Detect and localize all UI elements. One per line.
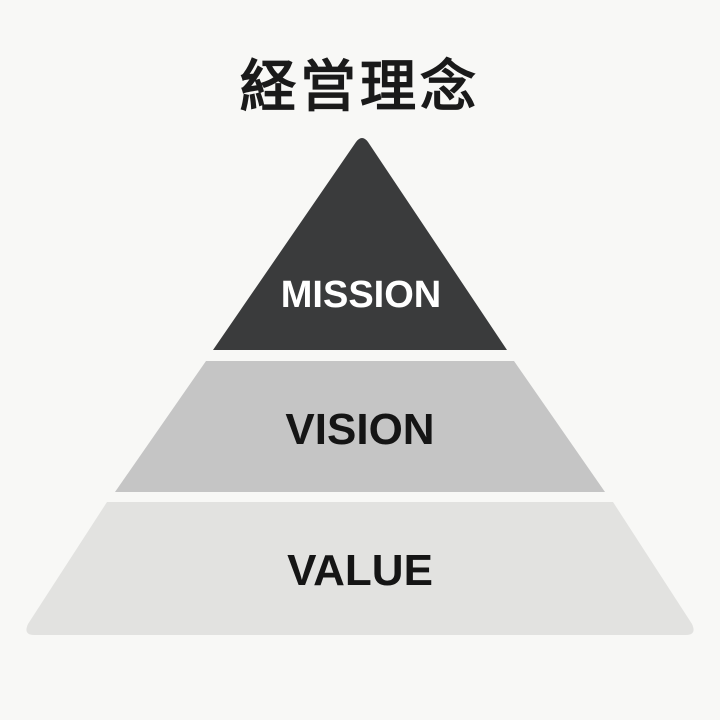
- value-tier: [26, 502, 694, 635]
- page-title: 経営理念: [240, 55, 480, 120]
- vision-label: VISION: [285, 405, 434, 454]
- value-label: VALUE: [287, 546, 433, 595]
- mission-label: MISSION: [281, 274, 441, 316]
- vision-tier: [115, 361, 605, 492]
- mission-tier: [213, 138, 507, 350]
